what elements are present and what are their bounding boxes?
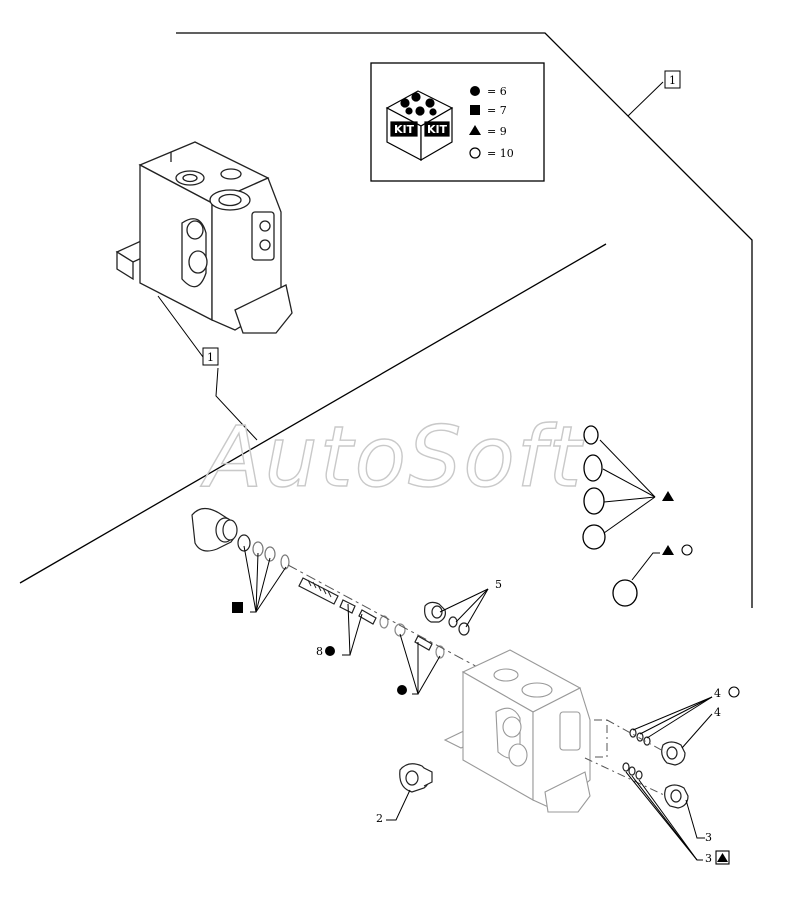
- ref-callout-body: 1: [157, 295, 258, 441]
- part-item-5: [424, 601, 470, 636]
- item-3b-label: 3: [705, 852, 712, 865]
- legend-item-open-circle: = 10: [487, 147, 514, 160]
- part-item-2: [399, 763, 433, 793]
- item-8-label: 8: [316, 645, 323, 658]
- callout-circle-set: [399, 633, 441, 695]
- open-circle-symbol-2: [728, 686, 740, 698]
- phantom-bracket: [584, 719, 666, 796]
- valve-body-phantom: [443, 649, 591, 813]
- filled-square-icon: [470, 105, 480, 115]
- legend-item-circle: = 6: [487, 85, 507, 98]
- filled-circle-symbol: [325, 646, 335, 656]
- triangle-symbol-2: [662, 545, 674, 555]
- open-circle-symbol: [681, 544, 693, 556]
- valve-body-assembled: [115, 141, 293, 334]
- filled-circle-icon: [470, 86, 480, 96]
- seal-single: [612, 544, 693, 607]
- filled-circle-symbol-2: [397, 685, 407, 695]
- item-2-label: 2: [376, 812, 383, 825]
- callout-item-8: 8: [316, 603, 363, 658]
- kit-box-icon: [385, 90, 454, 162]
- item-5-label: 5: [495, 578, 502, 591]
- item-4b-label: 4: [714, 706, 721, 719]
- ref-main-label: 1: [669, 74, 676, 87]
- item-4a-label: 4: [714, 687, 721, 700]
- filled-triangle-icon: [469, 125, 481, 135]
- callout-item-2: 2: [376, 789, 411, 825]
- open-circle-icon: [469, 147, 481, 159]
- ref-callout-main: 1: [627, 70, 681, 117]
- legend-item-square: = 7: [487, 104, 507, 117]
- assembly-boundary-lines: [19, 32, 753, 608]
- plug-assembly-left: [191, 507, 445, 659]
- ref-body-label: 1: [207, 351, 214, 364]
- triangle-symbol: [662, 491, 674, 501]
- kit-legend: KIT KIT = 6 = 7 = 9 = 10: [370, 62, 545, 182]
- legend-item-triangle: = 9: [487, 125, 507, 138]
- callout-item-5: 5: [439, 578, 502, 628]
- callout-item-3: [625, 771, 705, 861]
- seal-set-triangle: [582, 425, 656, 550]
- square-symbol: [232, 602, 243, 613]
- watermark: AutoSoft: [200, 408, 584, 506]
- triangle-in-square-symbol: [715, 850, 730, 865]
- kit-label-right: KIT: [427, 123, 448, 136]
- callout-item-4: [632, 696, 713, 749]
- item-3a-label: 3: [705, 831, 712, 844]
- right-fittings: [622, 728, 689, 809]
- kit-label-left: KIT: [394, 123, 415, 136]
- leader-square-set: [243, 545, 287, 613]
